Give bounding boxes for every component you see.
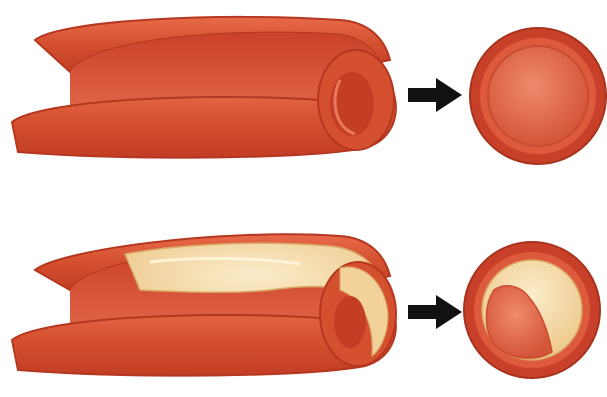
open-lumen [488,46,588,146]
right-arrow-icon [408,78,462,112]
narrowed-artery-tube [12,234,396,375]
right-arrow-icon [408,295,462,329]
narrowed-cross-section [464,242,600,378]
tube-end-lumen [330,72,374,136]
healthy-artery-tube [12,17,396,158]
healthy-cross-section [470,28,606,164]
